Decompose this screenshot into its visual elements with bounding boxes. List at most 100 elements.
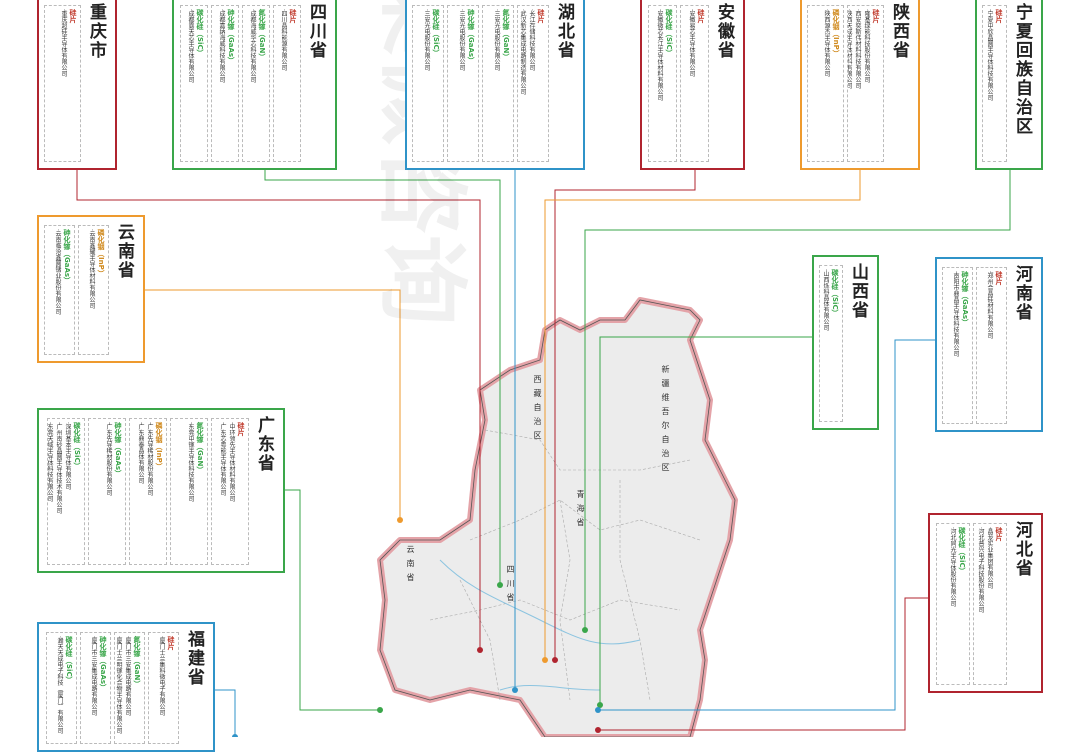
category-column: 碳化硅（SiC）·成都露天芯半导体有限公司 xyxy=(180,5,208,162)
company-name: ·重庆超硅半导体有限公司 xyxy=(60,9,67,77)
leader-line-ningxia xyxy=(584,170,1011,630)
location-dot-anhui xyxy=(552,657,558,663)
category-column: 砷化镓（GaAs）·厦门市三安集成电路有限公司 xyxy=(80,632,111,744)
category-label: 碳化硅（SiC） xyxy=(665,9,673,57)
category-column: 硅片·中环领先半导体材料有限公司·广东芯粤能半导体有限公司 xyxy=(211,418,249,565)
location-dot-sichuan xyxy=(497,582,503,588)
province-box-fujian: 福建省硅片·厦门士兰集科微电子有限公司氮化镓（GaN）·厦门市三安集成电路有限公… xyxy=(37,622,215,752)
company-name: ·云南鑫耀半导体材料有限公司 xyxy=(88,229,95,309)
company-name: ·三安光电股份有限公司 xyxy=(423,9,430,71)
company-name: ·隆基绿能科技股份有限公司 xyxy=(863,9,870,83)
category-label: 碳化硅（SiC） xyxy=(958,527,966,575)
company-name: ·瀚天天成电子科技（厦门）有限公司 xyxy=(56,636,63,734)
category-label: 硅片 xyxy=(872,9,880,23)
province-box-shanxi: 山西省碳化硅（SiC）·山西烁科晶体有限公司 xyxy=(812,255,879,430)
company-name: ·三安光电股份有限公司 xyxy=(493,9,500,71)
company-name: ·成都海威华芯科技有限公司 xyxy=(249,9,256,83)
company-name: ·厦门士兰集科微电子有限公司 xyxy=(158,636,165,716)
map-label-xinjiang: 新疆维吾尔自治区 xyxy=(661,365,670,477)
province-title-hubei: 湖北省 xyxy=(554,3,574,60)
location-dot-chongqing xyxy=(477,647,483,653)
map-label-yunnan: 云南省 xyxy=(406,545,415,587)
province-box-yunnan: 云南省磷化铟（InP）·云南鑫耀半导体材料有限公司砷化镓（GaAs）·云南临沧鑫… xyxy=(37,215,145,363)
category-label: 碳化硅（SiC） xyxy=(73,422,81,470)
category-label: 砷化镓（GaAs） xyxy=(227,9,235,65)
company-name: ·西安奕斯伟材料科技有限公司 xyxy=(854,9,861,89)
leader-line-henan xyxy=(598,339,935,711)
company-name: ·广东先导稀材股份有限公司 xyxy=(146,422,153,496)
category-column: 碳化硅（SiC）·深圳基本半导体有限公司·广州南砂晶圆半导体技术有限公司·东莞天… xyxy=(47,418,85,565)
category-label: 氮化镓（GaN） xyxy=(196,422,204,474)
category-label: 砷化镓（GaAs） xyxy=(467,9,475,65)
category-label: 磷化铟（InP） xyxy=(832,9,840,57)
category-label: 碳化硅（SiC） xyxy=(196,9,204,57)
company-name: ·云南临沧鑫圆锗业股份有限公司 xyxy=(54,229,61,315)
leader-line-sichuan xyxy=(264,170,501,585)
category-label: 氮化镓（GaN） xyxy=(502,9,510,61)
category-column: 砷化镓（GaAs）·云南临沧鑫圆锗业股份有限公司 xyxy=(44,225,75,355)
category-label: 硅片 xyxy=(697,9,705,23)
leader-lines xyxy=(76,170,1011,737)
category-column: 氮化镓（GaN）·东莞中镓半导体科技有限公司 xyxy=(170,418,208,565)
location-dot-hubei xyxy=(512,687,518,693)
company-name: ·厦门士兰明镓化合物半导体有限公司 xyxy=(115,636,122,734)
category-label: 硅片 xyxy=(237,422,245,436)
map-label-sichuan: 四川省 xyxy=(506,565,515,607)
company-name: ·深圳基本半导体有限公司 xyxy=(64,422,71,490)
province-box-henan: 河南省硅片·郑州合晶硅材料有限公司砷化镓（GaAs）·南阳市鼎晶半导体科技有限公… xyxy=(935,257,1043,432)
company-name: ·中环领先半导体材料有限公司 xyxy=(228,422,235,502)
province-title-sichuan: 四川省 xyxy=(306,3,326,60)
category-column: 碳化硅（SiC）·三安光电股份有限公司 xyxy=(412,5,444,162)
province-title-henan: 河南省 xyxy=(1012,265,1032,322)
leader-line-chongqing xyxy=(76,170,481,650)
category-column: 砷化镓（GaAs）·成都嘉纳海威科技有限公司 xyxy=(211,5,239,162)
province-box-hebei: 河北省硅片·晶龙实业集团有限公司·河北普兴电子科技股份有限公司碳化硅（SiC）·… xyxy=(928,513,1043,693)
province-title-hebei: 河北省 xyxy=(1012,521,1032,578)
category-column: 硅片·安徽易芯半导体有限公司 xyxy=(680,5,709,162)
province-title-anhui: 安徽省 xyxy=(714,3,734,60)
location-dot-shanxi xyxy=(597,702,603,708)
leader-line-hebei xyxy=(598,597,928,731)
province-title-ningxia: 宁夏回族自治区 xyxy=(1012,3,1032,136)
province-box-hubei: 湖北省硅片·长江存储科技有限公司·武汉新芯集成电路制造有限公司氮化镓（GaN）·… xyxy=(405,0,585,170)
map-label-xizang: 西藏自治区 xyxy=(533,375,542,445)
category-column: 氮化镓（GaN）·三安光电股份有限公司 xyxy=(482,5,514,162)
company-name: ·厦门市三安集成电路有限公司 xyxy=(90,636,97,716)
company-name: ·广东鼎泰晶体有限公司 xyxy=(137,422,144,484)
map-outline xyxy=(377,297,738,737)
location-dot-yunnan xyxy=(397,517,403,523)
province-title-yunnan: 云南省 xyxy=(114,223,134,280)
province-box-ningxia: 宁夏回族自治区硅片·宁夏中欣晶圆半导体科技有限公司 xyxy=(975,0,1043,170)
category-column: 硅片·隆基绿能科技股份有限公司·西安奕斯伟材料科技有限公司·陕西天成半导体材料有… xyxy=(847,5,884,162)
category-column: 碳化硅（SiC）·山西烁科晶体有限公司 xyxy=(819,265,843,422)
company-name: ·郑州合晶硅材料有限公司 xyxy=(986,271,993,339)
leader-line-shaanxi xyxy=(544,170,861,660)
company-name: ·东莞中镓半导体科技有限公司 xyxy=(187,422,194,502)
category-column: 碳化硅（SiC）·瀚天天成电子科技（厦门）有限公司 xyxy=(46,632,77,744)
company-name: ·广东先导稀材股份有限公司 xyxy=(105,422,112,496)
company-name: ·成都嘉纳海威科技有限公司 xyxy=(218,9,225,83)
category-label: 硅片 xyxy=(69,9,77,23)
category-column: 磷化铟（InP）·广东先导稀材股份有限公司·广东鼎泰晶体有限公司 xyxy=(129,418,167,565)
leader-line-anhui xyxy=(554,170,696,660)
location-dot-guangdong xyxy=(377,707,383,713)
province-box-shaanxi: 陕西省硅片·隆基绿能科技股份有限公司·西安奕斯伟材料科技有限公司·陕西天成半导体… xyxy=(800,0,920,170)
map-label-qinghai: 青海省 xyxy=(576,490,585,532)
category-column: 硅片·宁夏中欣晶圆半导体科技有限公司 xyxy=(982,5,1007,162)
company-name: ·河北同光半导体股份有限公司 xyxy=(949,527,956,607)
province-box-sichuan: 四川省硅片·四川晶科能源有限公司氮化镓（GaN）·成都海威华芯科技有限公司 砷化镓… xyxy=(172,0,337,170)
category-column: 硅片·郑州合晶硅材料有限公司 xyxy=(976,267,1007,424)
company-name: ·成都露天芯半导体有限公司 xyxy=(187,9,194,83)
province-title-shaanxi: 陕西省 xyxy=(889,3,909,60)
category-column: 硅片·四川晶科能源有限公司 xyxy=(273,5,301,162)
category-label: 氮化镓（GaN） xyxy=(258,9,266,61)
category-column: 氮化镓（GaN）·厦门市三安集成电路有限公司·厦门士兰明镓化合物半导体有限公司 xyxy=(114,632,145,744)
category-label: 砷化镓（GaAs） xyxy=(114,422,122,478)
company-name: ·广州南砂晶圆半导体技术有限公司 xyxy=(55,422,62,514)
company-name: ·三安光电股份有限公司 xyxy=(458,9,465,71)
category-label: 硅片 xyxy=(289,9,297,23)
category-label: 硅片 xyxy=(167,636,175,650)
category-label: 碳化硅（SiC） xyxy=(831,269,839,317)
